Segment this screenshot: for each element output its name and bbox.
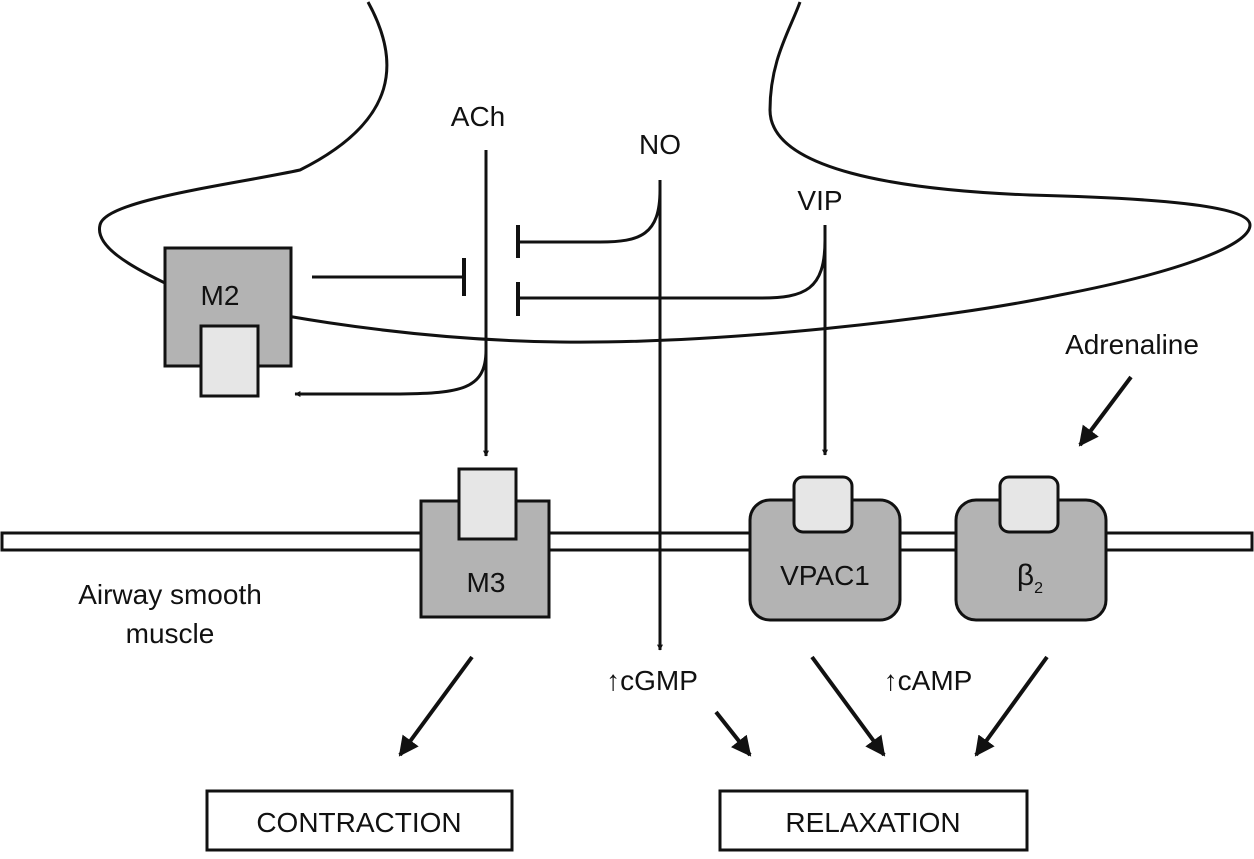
contraction-label: CONTRACTION [256, 807, 461, 838]
relaxation-label: RELAXATION [785, 807, 960, 838]
beta2-to-relaxation-arrow [974, 655, 1049, 757]
relaxation-box [718, 789, 1029, 852]
vpac1-to-relaxation-arrow [810, 655, 886, 757]
beta2-label: β2 [1017, 559, 1043, 597]
beta2-symbol: β [1017, 559, 1034, 592]
beta2-subscript: 2 [1034, 580, 1043, 597]
no-inhibition-line [518, 189, 662, 244]
contraction-box [205, 789, 514, 852]
adrenaline-to-beta2-arrow [1078, 375, 1133, 447]
vpac1-ligand-site [792, 475, 854, 534]
vip-label: VIP [797, 185, 842, 216]
cell-membrane [0, 531, 1254, 552]
ach-to-m2-arrow [294, 349, 488, 397]
cgmp-to-relaxation-arrow [714, 710, 752, 757]
cgmp-label: ↑cGMP [606, 665, 698, 696]
adrenaline-label: Adrenaline [1065, 329, 1199, 360]
beta2-ligand-site [998, 475, 1060, 534]
ach-label: ACh [451, 101, 505, 132]
m2-ligand-site [199, 324, 260, 398]
m3-label: M3 [467, 567, 506, 598]
nerve-terminal-outline [98, 1, 1252, 344]
tissue-label-line2: muscle [126, 618, 215, 649]
m2-label: M2 [201, 280, 240, 311]
no-label: NO [639, 129, 681, 160]
vpac1-label: VPAC1 [780, 560, 870, 591]
vip-inhibition-line [518, 239, 827, 300]
camp-label: ↑cAMP [884, 665, 973, 696]
m3-ligand-site [457, 467, 518, 541]
tissue-label-line1: Airway smooth [78, 579, 262, 610]
m3-to-contraction-arrow [398, 655, 474, 757]
